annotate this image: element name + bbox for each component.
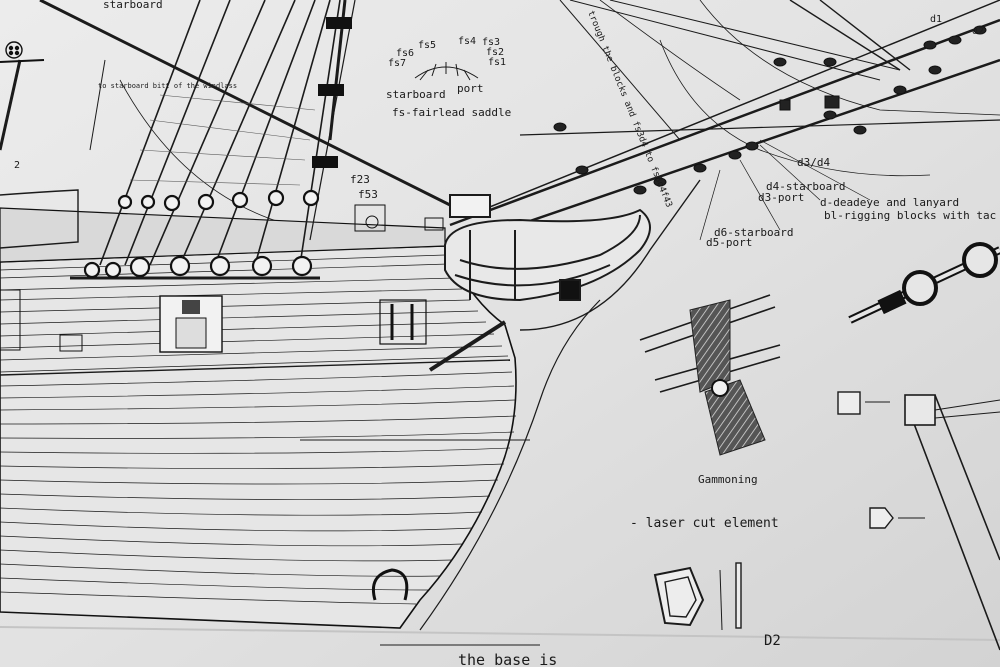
fairlead-saddle-diagram <box>414 62 479 81</box>
label-fs5: fs5 <box>418 40 436 51</box>
laser-cut-symbols <box>380 391 925 646</box>
paper-fold <box>0 626 1000 641</box>
label-fs1: fs1 <box>488 57 506 68</box>
label-f53: f53 <box>358 188 378 201</box>
label-saddle-port: port <box>457 82 484 95</box>
label-d3-d4: d3/d4 <box>797 156 830 169</box>
label-fs7: fs7 <box>388 58 406 69</box>
label-d1: d1 <box>930 14 942 25</box>
label-fs2: fs2 <box>486 47 504 58</box>
label-d2: d2 <box>972 26 984 37</box>
ship-hull <box>0 179 701 631</box>
label-d2-part: D2 <box>764 633 781 649</box>
label-d3-port: d3-port <box>758 191 804 204</box>
gammoning-detail <box>639 294 781 456</box>
label-fs4: fs4 <box>458 36 476 47</box>
mast-bands <box>312 17 352 168</box>
rigging-block-detail <box>848 242 1000 324</box>
label-gammoning: Gammoning <box>698 473 758 486</box>
deadeyes <box>83 189 320 279</box>
label-fs6: fs6 <box>396 48 414 59</box>
label-base: the base is <box>458 651 557 667</box>
mast-detail <box>904 394 1000 651</box>
label-f23: f23 <box>350 173 370 186</box>
label-two: 2 <box>14 160 20 171</box>
label-d6-starboard: d6-starboard <box>714 226 793 239</box>
bowsprit-fittings <box>553 25 987 195</box>
label-starboard-top: starboard <box>103 0 163 11</box>
label-deadeye: d-deadeye and lanyard <box>820 196 959 209</box>
label-fairlead: fs-fairlead saddle <box>392 106 511 119</box>
label-d4-starboard: d4-starboard <box>766 180 845 193</box>
label-d5-port: d5-port <box>706 236 752 249</box>
label-saddle-starboard: starboard <box>386 88 446 101</box>
label-laser-cut: - laser cut element <box>630 516 779 531</box>
label-rigging-blocks: bl-rigging blocks with tac <box>824 209 996 222</box>
label-fs3: fs3 <box>482 37 500 48</box>
label-to-starboard-bitt: to starboard bitt of the windlass <box>98 82 237 90</box>
bow-head <box>444 194 651 302</box>
windlass-bitt <box>0 41 45 63</box>
